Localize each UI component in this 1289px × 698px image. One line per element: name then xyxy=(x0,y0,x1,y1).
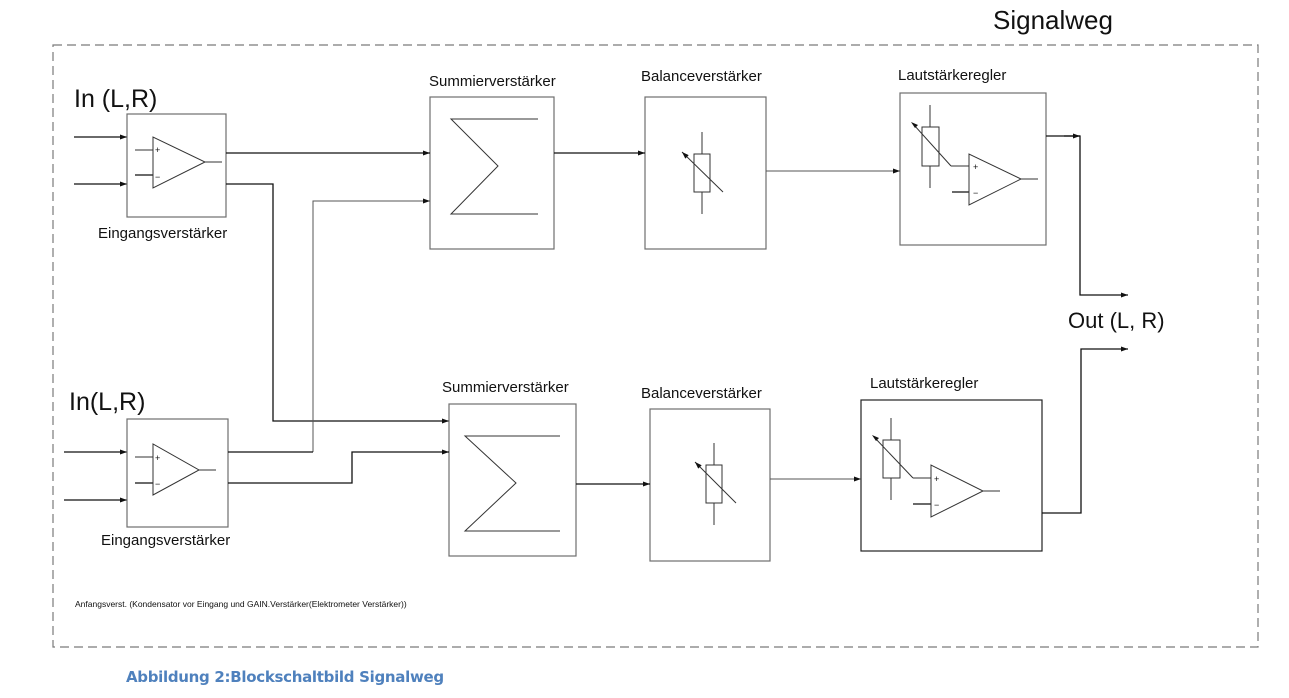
opamp-icon xyxy=(152,443,201,496)
input-label-bottom: In(L,R) xyxy=(69,388,145,416)
summing-amplifier-label-bottom: Summierverstärker xyxy=(442,379,569,396)
summing-amplifier-label-top: Summierverstärker xyxy=(429,73,556,90)
input-label-top: In (L,R) xyxy=(74,85,157,113)
channel-top: In (L,R) + − Eingangsverstärker Summierv… xyxy=(74,67,1128,452)
opamp-plus-sign: + xyxy=(155,453,160,463)
volume-control-label-bottom: Lautstärkeregler xyxy=(870,375,978,392)
summing-amplifier-top xyxy=(429,96,555,250)
opamp-icon xyxy=(968,153,1023,206)
opamp-plus-sign: + xyxy=(155,145,160,155)
diagram-frame xyxy=(52,44,1259,648)
figure-caption: Abbildung 2:Blockschaltbild Signalweg xyxy=(126,668,444,686)
wire-volume-to-output-top xyxy=(1046,135,1128,298)
output-label: Out (L, R) xyxy=(1068,308,1165,333)
input-amplifier-label-bottom: Eingangsverstärker xyxy=(101,532,230,549)
sigma-icon xyxy=(449,118,538,215)
opamp-plus-sign: + xyxy=(934,474,939,484)
opamp-minus-sign: − xyxy=(973,188,978,198)
balance-amplifier-label-top: Balanceverstärker xyxy=(641,68,762,85)
wire-cross-bottom-to-top xyxy=(312,198,430,452)
diagram-title: Signalweg xyxy=(993,5,1113,35)
opamp-minus-sign: − xyxy=(155,172,160,182)
summing-amplifier-bottom xyxy=(448,403,577,557)
input-amplifier-label-top: Eingangsverstärker xyxy=(98,225,227,242)
balance-amplifier-top xyxy=(644,96,767,250)
opamp-icon xyxy=(152,136,207,189)
opamp-plus-sign: + xyxy=(973,162,978,172)
channel-bottom: In(L,R) + − Eingangsverstärker Summierve… xyxy=(64,346,1128,562)
wire-input-to-sum-bottom xyxy=(228,449,449,484)
opamp-icon xyxy=(930,464,985,518)
wire-volume-to-output-bottom xyxy=(1042,346,1128,514)
volume-control-bottom: + − xyxy=(860,399,1043,552)
input-amplifier-top: + − xyxy=(126,113,227,218)
opamp-minus-sign: − xyxy=(934,500,939,510)
balance-amplifier-bottom xyxy=(649,408,771,562)
balance-amplifier-label-bottom: Balanceverstärker xyxy=(641,385,762,402)
footnote: Anfangsverst. (Kondensator vor Eingang u… xyxy=(75,599,407,609)
wire-cross-top-to-bottom xyxy=(226,183,449,424)
sigma-icon xyxy=(463,435,560,532)
input-amplifier-bottom: + − xyxy=(126,418,229,528)
volume-control-top: + − xyxy=(899,92,1047,246)
opamp-minus-sign: − xyxy=(155,479,160,489)
volume-control-label-top: Lautstärkeregler xyxy=(898,67,1006,84)
